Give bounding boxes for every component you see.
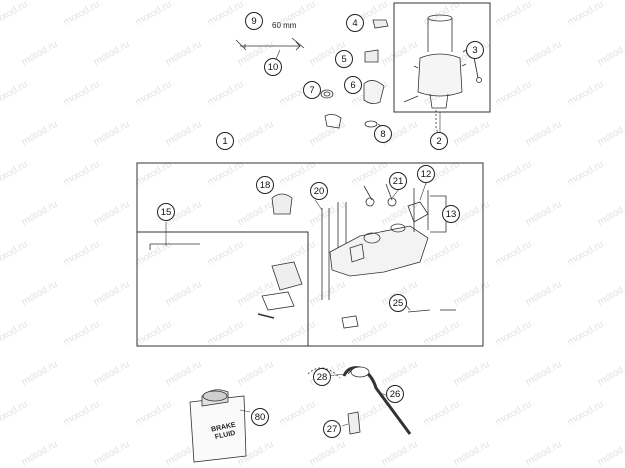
callout-28: 28 bbox=[313, 368, 331, 386]
callout-15: 15 bbox=[157, 203, 175, 221]
callout-27: 27 bbox=[323, 420, 341, 438]
callout-9: 9 bbox=[245, 12, 263, 30]
lever-subassembly-frame bbox=[136, 231, 309, 347]
callout-18: 18 bbox=[256, 176, 274, 194]
brake-hose-drawing bbox=[307, 366, 412, 435]
callout-7: 7 bbox=[303, 81, 321, 99]
callout-1: 1 bbox=[216, 132, 234, 150]
callout-3: 3 bbox=[466, 41, 484, 59]
callout-26: 26 bbox=[386, 385, 404, 403]
master-cylinder-drawing bbox=[329, 183, 447, 277]
callout-8: 8 bbox=[374, 125, 392, 143]
callout-21: 21 bbox=[389, 172, 407, 190]
callout-12: 12 bbox=[417, 165, 435, 183]
callout-2: 2 bbox=[430, 132, 448, 150]
callout-80: 80 bbox=[251, 408, 269, 426]
callout-20: 20 bbox=[310, 182, 328, 200]
dimension-label: 60 mm bbox=[272, 21, 297, 30]
reservoir-drawing bbox=[403, 14, 482, 139]
part-18-drawing bbox=[271, 193, 293, 215]
small-parts-drawing bbox=[320, 19, 389, 129]
callout-6: 6 bbox=[344, 76, 362, 94]
part-25-drawing bbox=[341, 309, 456, 329]
callout-5: 5 bbox=[335, 50, 353, 68]
brake-fluid-bottle-drawing bbox=[189, 389, 247, 463]
callout-10: 10 bbox=[264, 58, 282, 76]
lever-drawing bbox=[149, 243, 303, 319]
reservoir-frame bbox=[393, 2, 491, 113]
callout-4: 4 bbox=[346, 14, 364, 32]
bolt-drawing bbox=[235, 37, 305, 51]
callout-25: 25 bbox=[389, 294, 407, 312]
callout-13: 13 bbox=[442, 205, 460, 223]
